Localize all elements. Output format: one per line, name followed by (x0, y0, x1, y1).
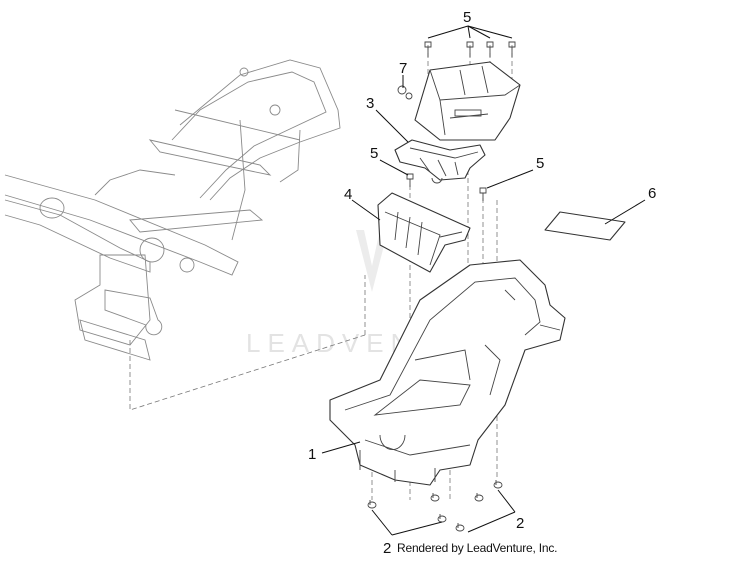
callout-5-top: 5 (463, 9, 471, 26)
callout-6: 6 (648, 185, 656, 202)
callout-2-left: 2 (383, 540, 391, 557)
callout-3: 3 (366, 95, 374, 112)
callout-4: 4 (344, 186, 352, 203)
part-1-underseat-tray (329, 259, 566, 486)
callout-2-right: 2 (516, 515, 524, 532)
leader-lines (321, 25, 646, 536)
bolts (367, 41, 516, 532)
callout-5-left: 5 (370, 145, 378, 162)
callout-5-right: 5 (536, 155, 544, 172)
part-4-cover (377, 192, 471, 273)
callouts: 5 7 3 5 5 4 6 1 2 2 (308, 9, 656, 557)
callout-7: 7 (399, 60, 407, 77)
callout-1: 1 (308, 446, 316, 463)
part-6-label (544, 211, 626, 241)
control-module (414, 61, 521, 141)
footer-credit: Rendered by LeadVenture, Inc. (397, 541, 558, 555)
part-3-bracket (394, 139, 486, 184)
frame-illustration (4, 59, 341, 361)
